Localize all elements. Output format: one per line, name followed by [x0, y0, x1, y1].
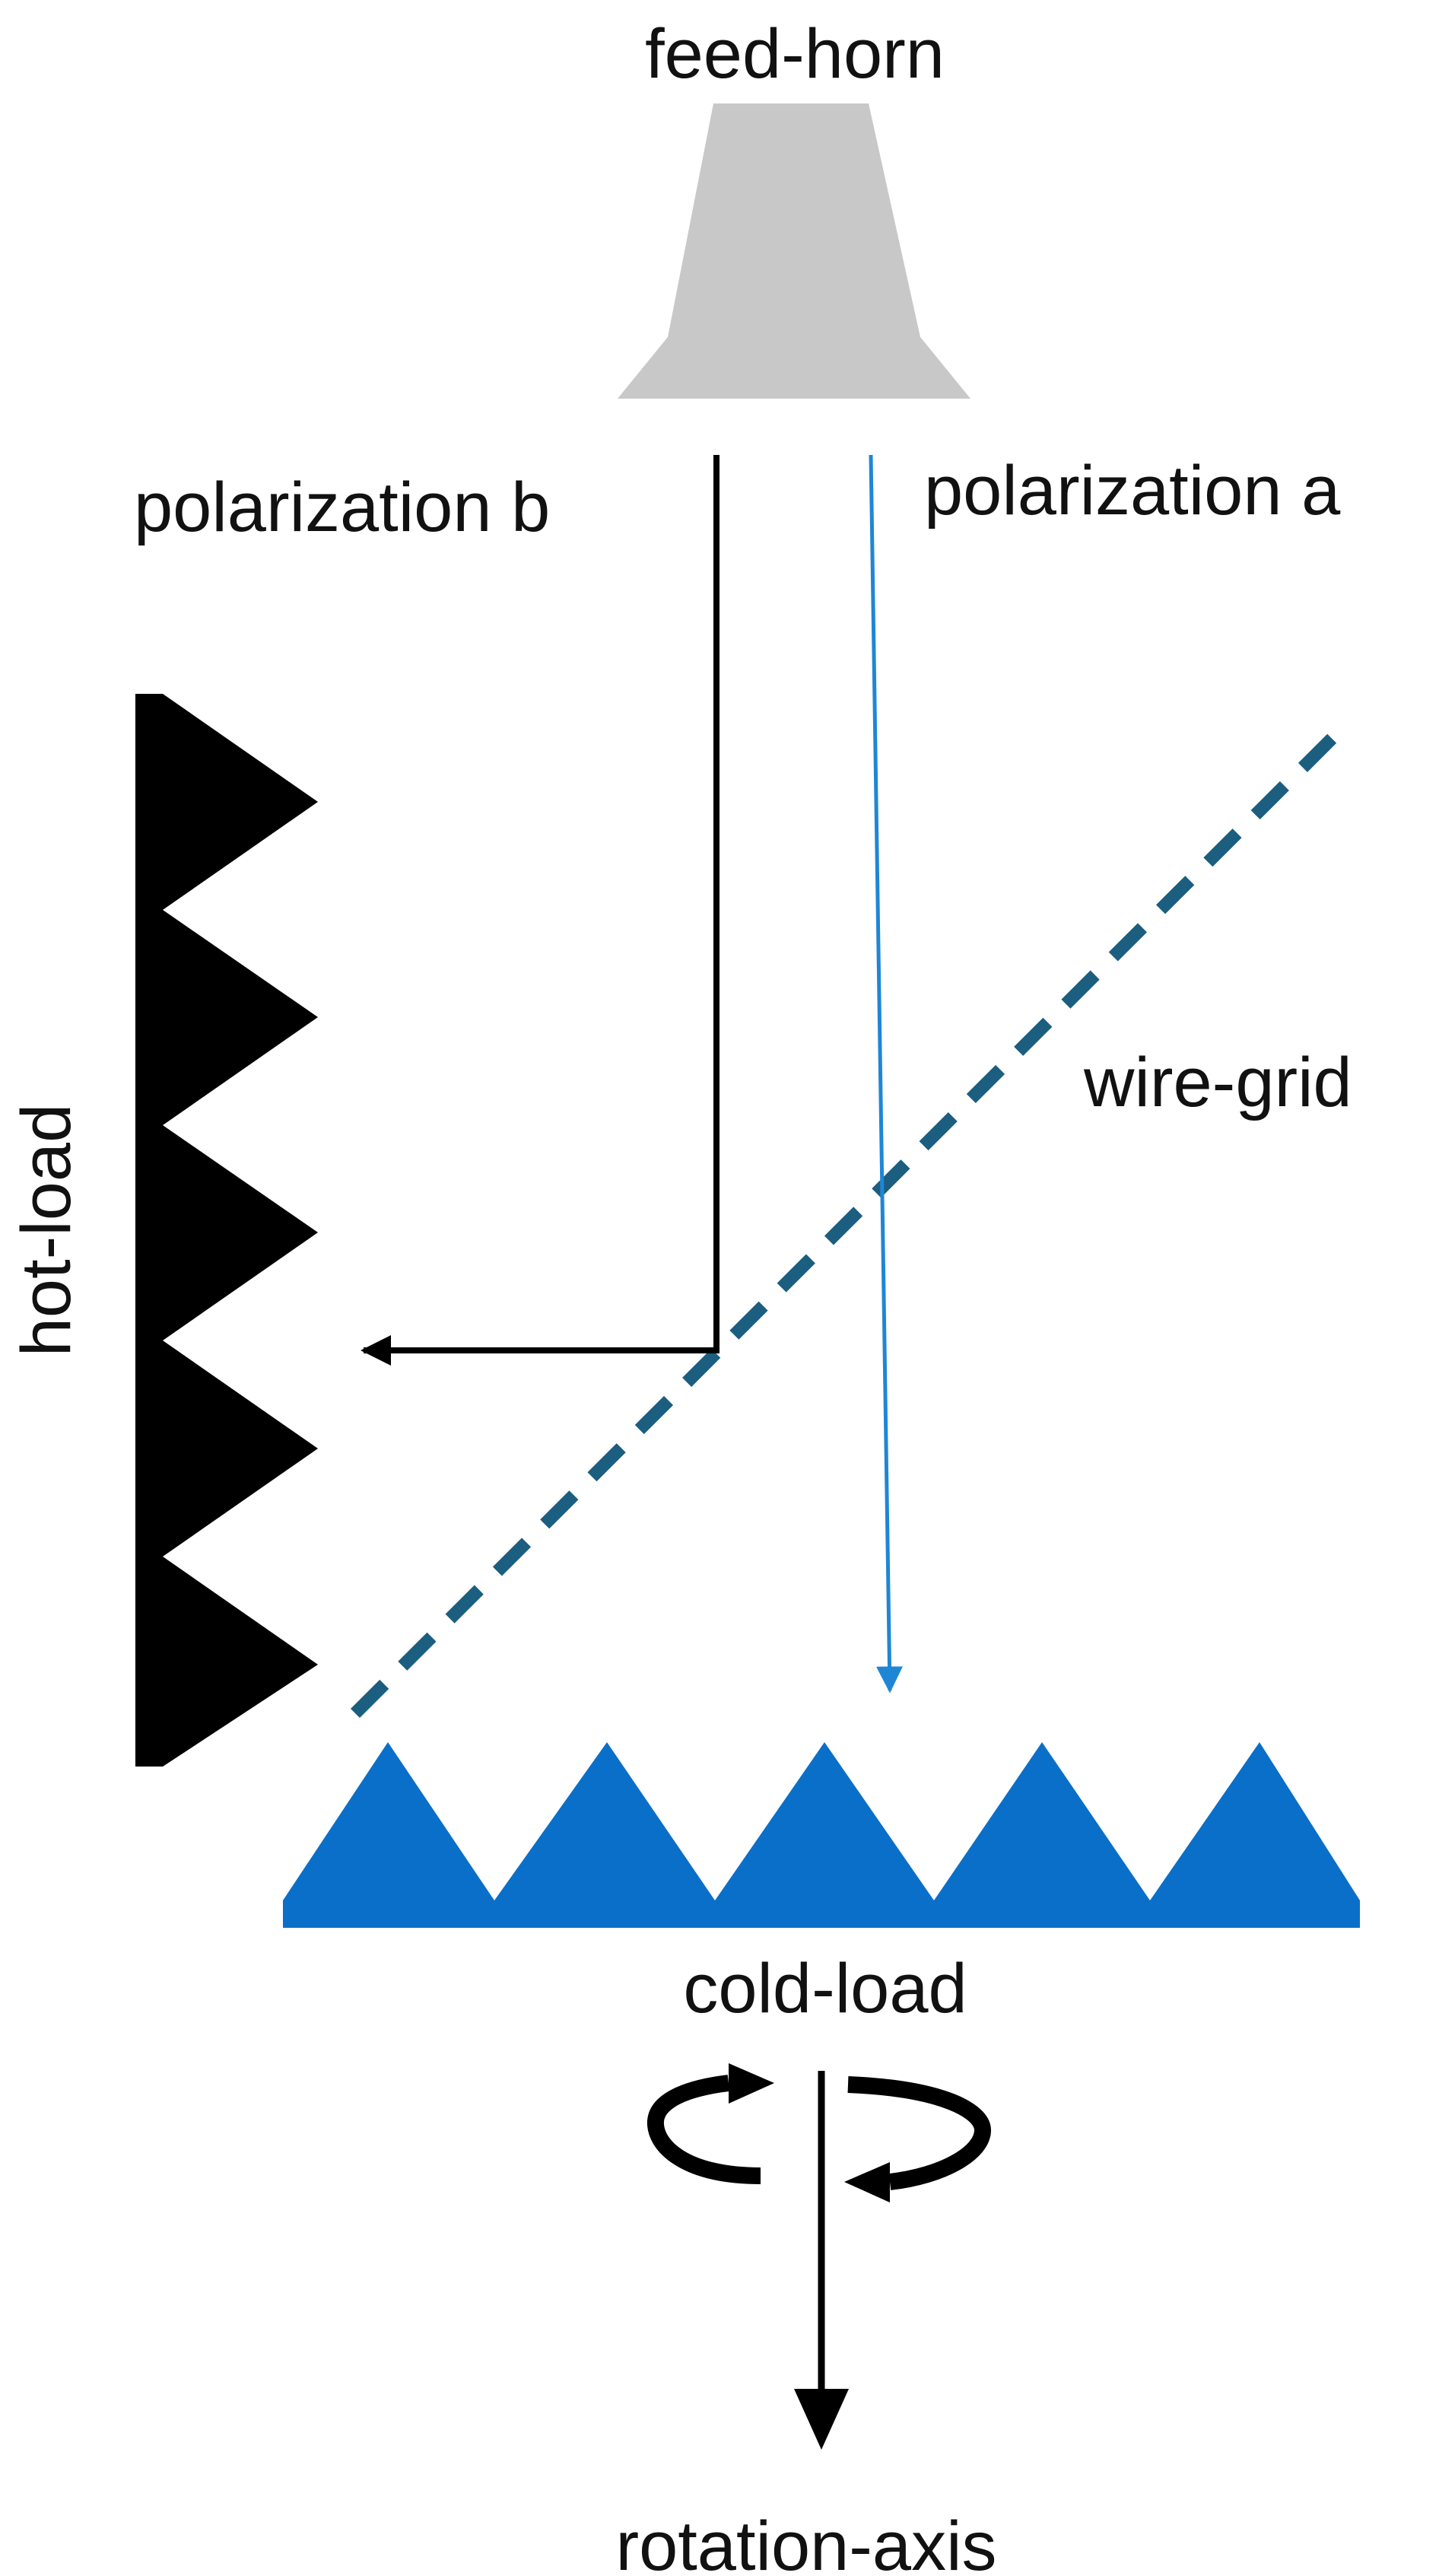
circular-rotation-arrows-icon: [647, 2063, 992, 2202]
rotation-axis-arrowhead: [794, 2389, 849, 2450]
rotation-axis-label: rotation-axis: [615, 2508, 996, 2576]
feed-horn-label: feed-horn: [645, 15, 945, 93]
hot-load-absorber-teeth: [163, 694, 318, 1767]
wire-grid-label: wire-grid: [1083, 1044, 1352, 1121]
polarization-b-label: polarization b: [134, 469, 550, 546]
cold-load-label: cold-load: [683, 1950, 967, 2027]
feed-horn: [618, 103, 970, 399]
hot-load-base: [135, 694, 163, 1767]
hot-load-label: hot-load: [8, 1104, 85, 1356]
wire-grid: [350, 717, 1353, 1719]
polarization-a-beam: [869, 454, 904, 1693]
polarization-b-beam: [361, 455, 720, 1366]
polarization-a-label: polarization a: [924, 452, 1341, 530]
cold-load-absorber-teeth: [283, 1742, 1360, 1900]
cold-load-base: [283, 1900, 1360, 1928]
